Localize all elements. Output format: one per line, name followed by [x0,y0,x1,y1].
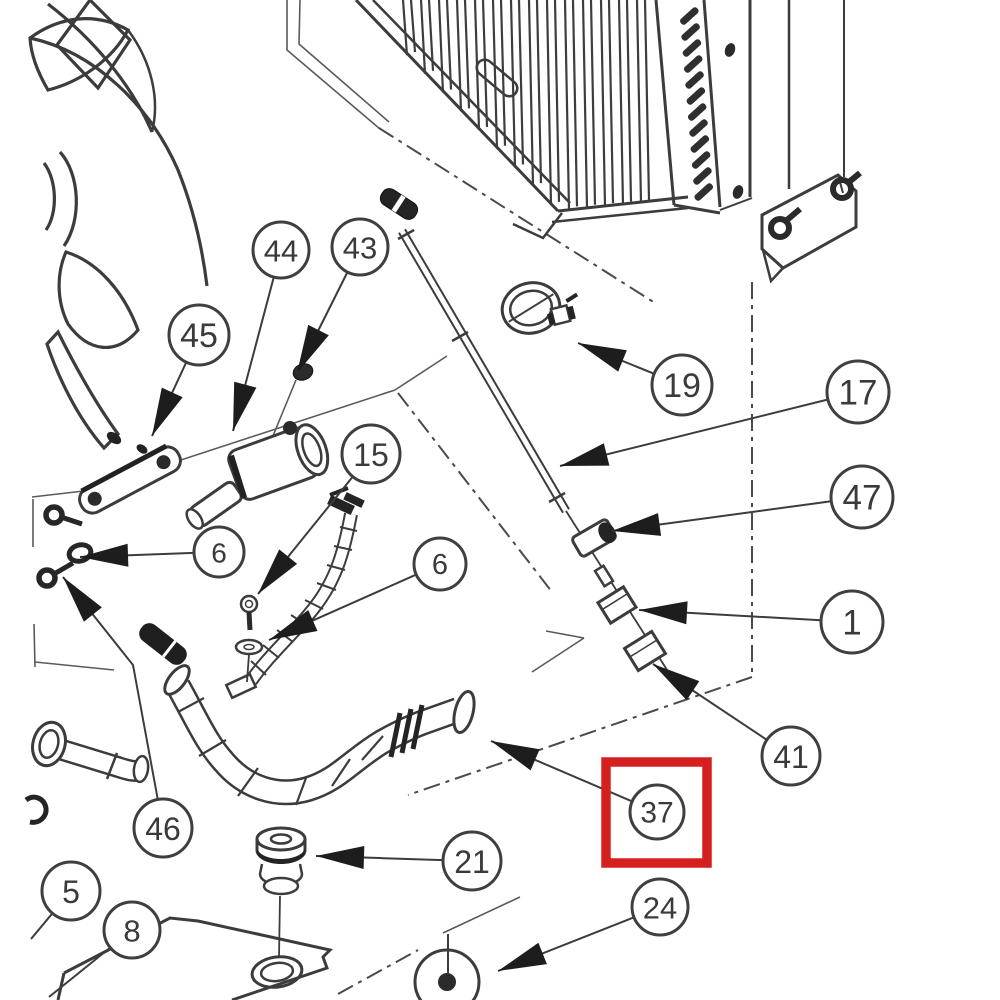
callout-circle[interactable] [251,220,311,280]
grommet [413,934,481,1000]
side-lattice [680,7,714,201]
callout-47[interactable]: 47 [829,464,895,530]
lower-hose [163,664,476,806]
callout-number: 46 [145,811,181,847]
callout-number: 44 [264,234,298,269]
arrowhead-46 [63,577,102,622]
callout-circle[interactable] [132,797,194,859]
coolant-tank [56,895,333,1000]
callout-number: 17 [839,374,878,413]
thermostat-housing [185,421,330,530]
callout-number: 8 [123,914,140,949]
left-tube [31,720,150,784]
callout-number: 5 [62,874,80,910]
callout-circle[interactable] [40,860,102,922]
highlight-box-part-37 [601,757,712,868]
callout-circle[interactable] [167,303,231,367]
arrowhead-45 [152,387,183,436]
callout-37-highlighted[interactable]: 37 [628,783,686,841]
hose-stub [139,623,187,665]
callout-44[interactable]: 44 [251,220,311,280]
callout-circle[interactable] [760,725,822,787]
callout-number: 24 [643,891,677,926]
callout-5[interactable]: 5 [40,860,102,922]
fan-assembly [28,0,209,451]
arrowhead-41 [653,664,700,701]
hose-ribs [388,704,425,758]
callout-circle[interactable] [412,536,468,592]
tube-nut [622,629,668,673]
hose-clamp [500,281,579,335]
callout-circle[interactable] [829,464,895,530]
callout-number: 19 [663,367,701,405]
callout-number: 21 [454,844,490,880]
callout-number: 1 [842,604,861,643]
leader-lines [30,271,832,998]
callout-circle[interactable] [102,900,162,960]
arrowhead-37 [491,741,540,771]
callout-6[interactable]: 6 [192,525,246,579]
callout-number: 37 [640,797,673,830]
tube-line [379,188,677,685]
arrowhead-1 [639,601,688,625]
callout-number: 43 [343,231,377,266]
bleed-screw [283,421,297,435]
arrowhead-24 [498,942,547,971]
callout-6[interactable]: 6 [412,536,468,592]
radiator-grille [401,0,651,210]
callout-number: 41 [773,739,809,775]
filler-cap [255,826,307,896]
arrowhead-47 [612,513,662,536]
callout-circle[interactable] [330,217,390,277]
arrowhead-21 [316,846,365,869]
callout-circle[interactable] [628,783,686,841]
callout-1[interactable]: 1 [819,589,885,655]
callout-circle[interactable] [192,525,246,579]
callout-circle[interactable] [819,589,885,655]
callout-circle[interactable] [825,359,891,425]
callout-number: 47 [843,479,882,518]
edge-fragment [24,794,49,825]
callout-number: 45 [180,317,218,355]
radiator-assembly [354,0,862,284]
callout-number: 15 [353,437,389,473]
mounting-bracket [78,431,182,515]
callout-46[interactable]: 46 [132,797,194,859]
tube-top-fitting [379,188,419,220]
flex-hose [245,486,365,686]
connector-nut [595,584,639,626]
callout-45[interactable]: 45 [167,303,231,367]
arrowhead-44 [233,381,257,431]
callout-41[interactable]: 41 [760,725,822,787]
leader-line-5 [30,912,54,940]
leader-line-8 [48,946,111,998]
callout-19[interactable]: 19 [650,353,714,417]
highlight-layer [601,757,712,868]
callout-8[interactable]: 8 [102,900,162,960]
callout-number: 6 [432,549,448,581]
arrowhead-19 [578,343,627,372]
arrowhead-6 [80,543,129,567]
centerlines [337,127,753,995]
callout-circle[interactable] [340,423,402,485]
callout-15[interactable]: 15 [340,423,402,485]
bolt-washer-set-left [36,504,94,589]
arrowhead-6 [269,610,318,640]
callout-21[interactable]: 21 [441,830,503,892]
callout-circle[interactable] [441,830,503,892]
callout-43[interactable]: 43 [330,217,390,277]
arrowhead-43 [297,324,329,373]
callout-number: 6 [211,538,227,569]
arrowhead-15 [258,549,298,594]
callout-balloons: 44 43 45 19 17 47 1 41 15 6 6 46 37 21 24 5 8 [40,217,895,960]
callout-17[interactable]: 17 [825,359,891,425]
callout-24[interactable]: 24 [630,877,690,937]
bolt-washer-set-mid [224,594,264,700]
arrowhead-17 [560,443,610,466]
elbow-fitting [571,518,617,558]
callout-circle[interactable] [650,353,714,417]
callout-circle[interactable] [630,877,690,937]
